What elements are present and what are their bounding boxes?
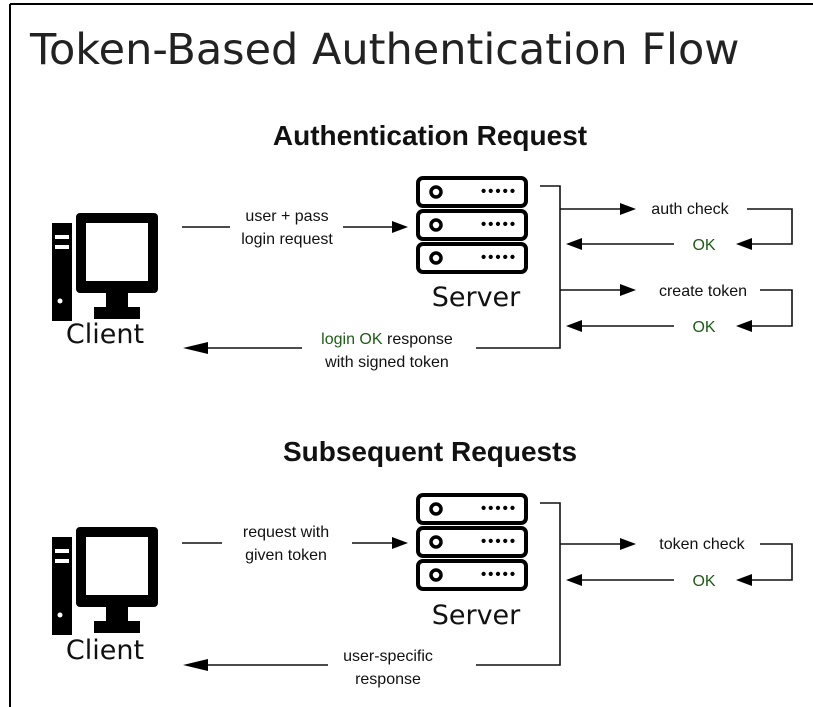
request-arrow [182,221,408,233]
request-label-line2: given token [245,547,327,564]
server-rack-icon [418,495,526,589]
step-reply-ok: OK [692,573,715,590]
server-label: Server [432,282,521,313]
token-check-loop [560,538,793,586]
request-arrow [182,537,408,549]
section-heading: Authentication Request [273,120,587,151]
desktop-computer-icon [52,527,158,635]
step-reply-ok: OK [692,237,715,254]
response-arrow [183,659,328,671]
server-connector [476,185,561,349]
request-label-line1: user + pass [245,208,328,225]
desktop-computer-icon [52,213,158,321]
client-label: Client [66,635,144,666]
request-label-line1: request with [243,524,329,541]
server-rack-icon [418,178,526,272]
step-reply-ok: OK [692,319,715,336]
section-authentication-request: Authentication Request Client Server use… [52,120,793,371]
response-label-line2: with signed token [324,354,449,371]
response-arrow [183,342,302,354]
section-heading: Subsequent Requests [283,436,577,467]
step-label: create token [659,283,747,300]
request-label-line2: login request [241,231,333,248]
create-token-loop [560,284,793,332]
response-label-line2: response [355,671,421,688]
server-connector [476,502,561,666]
section-subsequent-requests: Subsequent Requests Client Server reques… [52,436,793,688]
response-label-line1: user-specific [343,648,433,665]
response-label-line1: login OK response [321,331,453,348]
login-ok-text: login OK [321,331,383,348]
server-label: Server [432,600,521,631]
auth-check-loop [560,203,793,250]
frame [9,3,813,707]
step-label: auth check [651,201,729,218]
step-label: token check [659,536,745,553]
response-text: response [383,331,453,348]
client-label: Client [66,319,144,350]
page-title: Token-Based Authentication Flow [29,25,739,75]
